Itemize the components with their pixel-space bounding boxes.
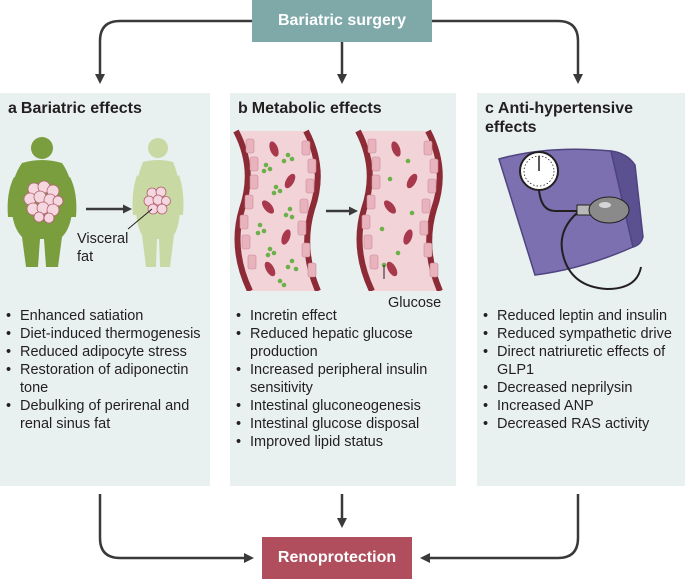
list-item: Reduced adipocyte stress — [6, 343, 206, 361]
bariatric-surgery-label: Bariatric surgery — [277, 12, 407, 29]
arrow-from-panel-a — [98, 494, 254, 563]
visceral-fat-large-icon — [23, 180, 64, 224]
visceral-fat-small-icon — [143, 186, 171, 215]
list-item: Direct natriuretic effects of GLP1 — [483, 343, 683, 379]
list-item: Intestinal glucose disposal — [236, 415, 458, 433]
renoprotection-box: Renoprotection — [262, 537, 412, 579]
arrow-from-panel-c — [420, 494, 580, 563]
list-item: Decreased neprilysin — [483, 379, 683, 397]
vessel-before-icon — [233, 129, 321, 291]
list-item: Improved lipid status — [236, 433, 458, 451]
list-item: Increased ANP — [483, 397, 683, 415]
list-item: Increased peripheral insulin sensitivity — [236, 361, 458, 397]
body-fat-illustration — [7, 137, 184, 267]
list-item: Enhanced satiation — [6, 307, 206, 325]
body-after-icon — [132, 138, 184, 267]
list-item: Diet-induced thermogenesis — [6, 325, 206, 343]
list-item: Debulking of perirenal and renal sinus f… — [6, 397, 206, 433]
visceral-fat-pointer — [127, 208, 153, 230]
renoprotection-label: Renoprotection — [277, 549, 397, 566]
bulb-icon — [576, 196, 630, 224]
metabolic-effects-list: Incretin effect Reduced hepatic glucose … — [236, 307, 458, 451]
anti-hypertensive-effects-list: Reduced leptin and insulin Reduced sympa… — [483, 307, 683, 433]
list-item: Restoration of adiponectin tone — [6, 361, 206, 397]
blood-vessel-illustration — [233, 129, 443, 291]
list-item: Reduced sympathetic drive — [483, 325, 683, 343]
list-item: Intestinal gluconeogenesis — [236, 397, 458, 415]
bariatric-surgery-box: Bariatric surgery — [252, 0, 432, 42]
list-item: Reduced hepatic glucose production — [236, 325, 458, 361]
pressure-gauge-icon — [519, 151, 559, 191]
blood-pressure-cuff-illustration — [498, 148, 644, 291]
list-item: Reduced leptin and insulin — [483, 307, 683, 325]
vessel-after-icon — [355, 129, 443, 291]
arrow-to-panel-a — [95, 19, 252, 84]
gauge-tube-icon — [538, 189, 577, 212]
visceral-fat-label: Visceral fat — [77, 231, 129, 265]
arrow-to-panel-c — [432, 19, 583, 84]
bariatric-effects-list: Enhanced satiation Diet-induced thermoge… — [6, 307, 206, 433]
cuff-tube-icon — [560, 212, 642, 291]
list-item: Incretin effect — [236, 307, 458, 325]
list-item: Decreased RAS activity — [483, 415, 683, 433]
